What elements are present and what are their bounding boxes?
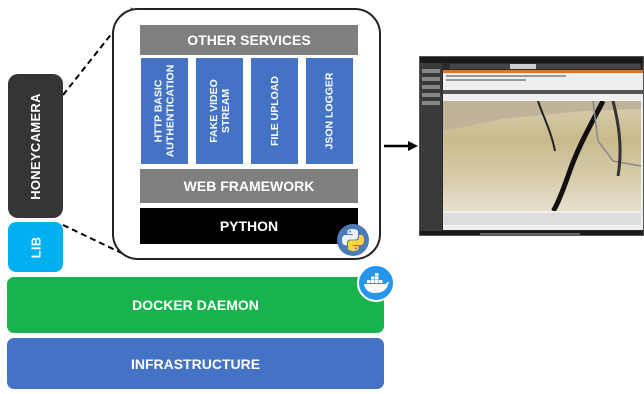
service-json-logger: JSON LOGGER [306,58,353,164]
other-services-label: OTHER SERVICES [187,32,311,48]
honeycamera-label: HONEYCAMERA [28,92,43,200]
lib-label: LIB [28,236,43,258]
service-label: FILE UPLOAD [268,76,281,146]
infrastructure-layer: INFRASTRUCTURE [7,338,384,389]
web-framework-layer: WEB FRAMEWORK [140,169,358,203]
camera-web-ui-screenshot [419,56,644,236]
service-http-basic-auth: HTTP BASIC AUTHENTICATION [141,58,188,164]
other-services-layer: OTHER SERVICES [140,25,358,55]
service-label: HTTP BASIC AUTHENTICATION [152,64,177,158]
honeycamera-tag: HONEYCAMERA [8,74,63,218]
service-label: FAKE VIDEO STREAM [207,79,232,143]
python-label: PYTHON [219,218,279,234]
service-label: JSON LOGGER [323,72,336,150]
docker-whale-icon [357,264,395,302]
web-framework-label: WEB FRAMEWORK [183,178,315,194]
infrastructure-label: INFRASTRUCTURE [130,355,261,372]
service-fake-video-stream: FAKE VIDEO STREAM [196,58,243,164]
camera-feed-image [443,99,642,213]
service-file-upload: FILE UPLOAD [251,58,298,164]
docker-daemon-label: DOCKER DAEMON [132,297,259,313]
right-arrow-icon [384,141,418,151]
docker-daemon-layer: DOCKER DAEMON [7,277,384,333]
python-layer: PYTHON [140,208,358,244]
lib-tag: LIB [8,222,63,272]
python-logo-icon [337,224,369,256]
